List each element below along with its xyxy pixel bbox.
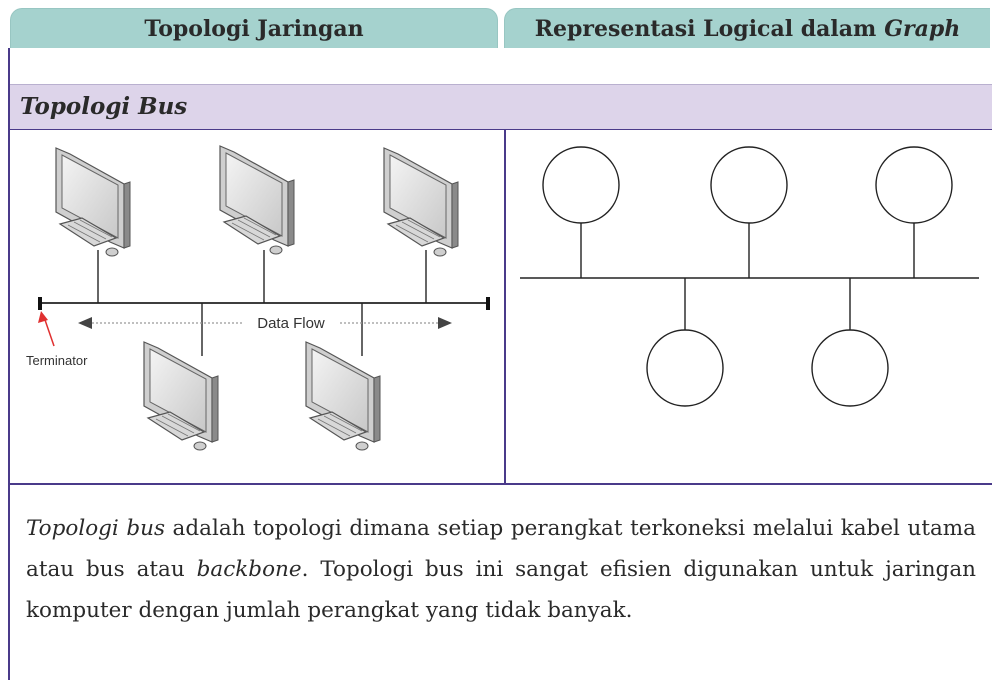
column-divider <box>504 130 506 484</box>
computer-icon <box>383 147 459 257</box>
terminator-left <box>38 297 42 310</box>
graph-node <box>542 146 620 224</box>
graph-node <box>875 146 953 224</box>
computer-icon <box>305 341 381 451</box>
bus-topology-illustration: Data Flow Terminator <box>10 130 505 484</box>
row-divider <box>10 483 992 485</box>
graph-node <box>646 329 724 407</box>
section-title: Topologi Bus <box>20 93 188 120</box>
section-title-row: Topologi Bus <box>10 84 992 130</box>
description-paragraph: Topologi bus adalah topologi dimana seti… <box>26 508 976 631</box>
bus-topology-svg: Data Flow Terminator <box>26 145 490 451</box>
data-flow-arrow-right <box>438 317 452 329</box>
table-left-border <box>8 48 10 680</box>
terminator-arrowhead <box>38 311 48 323</box>
bus-graph-svg <box>520 146 979 407</box>
column-header-graph: Representasi Logical dalam Graph <box>504 8 990 48</box>
data-flow-label: Data Flow <box>257 315 325 332</box>
data-flow-arrow-left <box>78 317 92 329</box>
bus-graph-representation <box>505 130 992 484</box>
column-header-topology-label: Topologi Jaringan <box>144 15 364 42</box>
description-term: Topologi bus <box>26 516 165 541</box>
description-text-1: adalah topologi dimana setiap perangkat … <box>26 516 976 582</box>
column-header-graph-label: Representasi Logical dalam <box>534 15 877 42</box>
description-text-2: . Topologi bus ini sangat efisien diguna… <box>26 557 976 623</box>
graph-node <box>710 146 788 224</box>
column-header-topology: Topologi Jaringan <box>10 8 498 48</box>
graph-node <box>811 329 889 407</box>
description-backbone: backbone <box>196 557 302 582</box>
computer-icon <box>219 145 295 255</box>
computer-icon <box>143 341 219 451</box>
computer-icon <box>55 147 131 257</box>
terminator-right <box>486 297 490 310</box>
column-header-graph-italic: Graph <box>884 15 961 42</box>
terminator-label: Terminator <box>26 353 88 368</box>
terminator-arrow <box>43 316 55 347</box>
